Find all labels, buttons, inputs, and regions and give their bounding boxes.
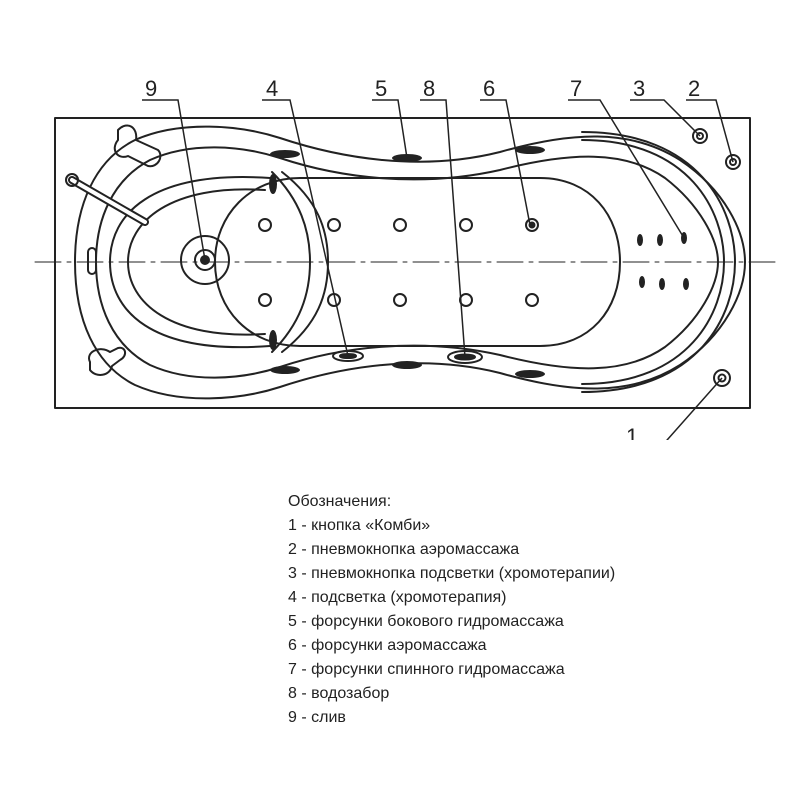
legend: Обозначения: 1 - кнопка «Комби» 2 - пнев… bbox=[288, 490, 768, 730]
handle-upper-inner bbox=[70, 178, 147, 224]
leader-lines bbox=[142, 99, 734, 440]
back-jet bbox=[659, 278, 665, 290]
legend-num: 6 bbox=[288, 637, 297, 654]
side-jet bbox=[392, 361, 422, 369]
legend-item: 8 - водозабор bbox=[288, 685, 390, 702]
overflow-slot bbox=[87, 247, 97, 275]
callout-8: 8 bbox=[423, 76, 435, 101]
handle-upper-end bbox=[65, 173, 79, 187]
tub-contour-middle bbox=[95, 146, 719, 379]
callout-2: 2 bbox=[688, 76, 700, 101]
legend-num: 1 bbox=[288, 517, 297, 534]
back-jet bbox=[657, 234, 663, 246]
callout-5: 5 bbox=[375, 76, 387, 101]
back-jet-strip-outer bbox=[581, 131, 736, 393]
legend-text: пневмокнопка подсветки (хромотерапии) bbox=[311, 565, 616, 582]
legend-num: 3 bbox=[288, 565, 297, 582]
legend-item: 2 - пневмокнопка аэромассажа bbox=[288, 541, 520, 558]
legend-num: 2 bbox=[288, 541, 297, 558]
back-jet-strip-inner bbox=[581, 139, 725, 385]
callout-4: 4 bbox=[266, 76, 278, 101]
aero-jet bbox=[459, 218, 473, 232]
back-hydro-jets bbox=[637, 232, 689, 290]
legend-text: пневмокнопка аэромассажа bbox=[311, 541, 520, 558]
legend-text: форсунки бокового гидромассажа bbox=[311, 613, 564, 630]
aero-jet bbox=[258, 218, 272, 232]
bathtub-diagram: 9 4 5 8 6 7 3 2 1 bbox=[34, 76, 781, 440]
callout-6: 6 bbox=[483, 76, 495, 101]
back-jet bbox=[683, 278, 689, 290]
callout-1: 1 bbox=[626, 424, 638, 440]
legend-num: 7 bbox=[288, 661, 297, 678]
callout-9: 9 bbox=[145, 76, 157, 101]
aero-jet bbox=[459, 293, 473, 307]
legend-text: кнопка «Комби» bbox=[311, 517, 431, 534]
aero-jet bbox=[258, 293, 272, 307]
headrest-slot bbox=[269, 174, 277, 194]
callout-7: 7 bbox=[570, 76, 582, 101]
seat-bowl bbox=[109, 176, 271, 349]
side-jet bbox=[515, 370, 545, 378]
seat-inner bbox=[127, 188, 266, 336]
legend-text: форсунки спинного гидромассажа bbox=[311, 661, 565, 678]
aeromassage-button bbox=[725, 154, 741, 170]
callout-3: 3 bbox=[633, 76, 645, 101]
chromotherapy-light bbox=[332, 350, 364, 362]
side-jet bbox=[270, 366, 300, 374]
headrest-arc-2 bbox=[281, 171, 329, 353]
drain bbox=[180, 235, 230, 285]
legend-text: форсунки аэромассажа bbox=[311, 637, 487, 654]
aero-jet bbox=[393, 293, 407, 307]
chromotherapy-button bbox=[692, 128, 708, 144]
tub-basin bbox=[214, 177, 621, 347]
legend-text: слив bbox=[311, 709, 346, 726]
legend-text: подсветка (хромотерапия) bbox=[311, 589, 507, 606]
tub-outer-rim bbox=[54, 117, 751, 409]
aero-jets bbox=[258, 218, 539, 307]
side-jet bbox=[270, 150, 300, 158]
legend-num: 5 bbox=[288, 613, 297, 630]
legend-text: водозабор bbox=[311, 685, 390, 702]
side-jet bbox=[515, 146, 545, 154]
back-jet bbox=[637, 234, 643, 246]
headrest-arc-1 bbox=[271, 171, 311, 353]
legend-item: 6 - форсунки аэромассажа bbox=[288, 637, 487, 654]
handle-bottom-knob bbox=[88, 346, 126, 376]
legend-item: 1 - кнопка «Комби» bbox=[288, 517, 431, 534]
combi-button bbox=[713, 369, 731, 387]
legend-item: 3 - пневмокнопка подсветки (хромотерапии… bbox=[288, 565, 616, 582]
legend-num: 9 bbox=[288, 709, 297, 726]
legend-num: 8 bbox=[288, 685, 297, 702]
legend-title: Обозначения: bbox=[288, 493, 392, 510]
legend-item: 5 - форсунки бокового гидромассажа bbox=[288, 613, 564, 630]
headrest-slot bbox=[269, 330, 277, 350]
side-hydro-jets bbox=[269, 146, 545, 378]
aero-jet bbox=[525, 218, 539, 232]
aero-jet bbox=[327, 218, 341, 232]
back-jet bbox=[639, 276, 645, 288]
pneumatic-buttons bbox=[692, 128, 741, 387]
legend-item: 7 - форсунки спинного гидромассажа bbox=[288, 661, 565, 678]
legend-item: 4 - подсветка (хромотерапия) bbox=[288, 589, 507, 606]
legend-item: 9 - слив bbox=[288, 709, 346, 726]
aero-jet bbox=[393, 218, 407, 232]
legend-num: 4 bbox=[288, 589, 297, 606]
handle-top-knob bbox=[113, 124, 162, 168]
aero-jet bbox=[525, 293, 539, 307]
